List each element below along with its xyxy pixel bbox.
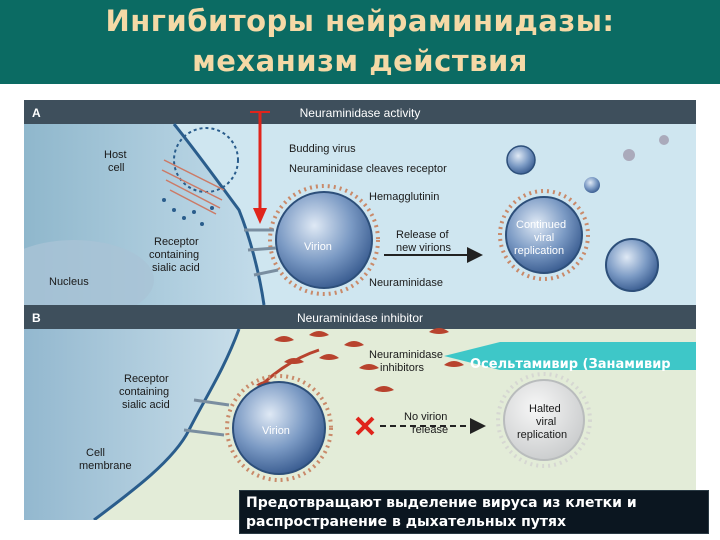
label-nucleus: Nucleus: [49, 276, 89, 288]
panel-b: B Neuraminidase inhibitor: [24, 305, 696, 520]
small-virion-2: [507, 146, 535, 174]
title-line-1: Ингибиторы нейраминидазы:: [0, 4, 720, 38]
label-budding-virus: Budding virus: [289, 143, 356, 155]
label-hemagglutinin: Hemagglutinin: [369, 191, 439, 203]
panel-a-letter: A: [32, 106, 41, 120]
title-bar: Ингибиторы нейраминидазы: механизм дейст…: [0, 0, 720, 84]
panel-a: A Neuraminidase activity: [24, 100, 696, 320]
virion-a: [276, 192, 372, 288]
mechanism-figure: A Neuraminidase activity: [24, 100, 696, 520]
small-virion-3: [584, 177, 600, 193]
label-cleaves-receptor: Neuraminidase cleaves receptor: [289, 163, 447, 175]
panel-b-letter: B: [32, 311, 41, 325]
small-virion-4: [623, 149, 635, 161]
title-line-2: механизм действия: [0, 44, 720, 78]
panel-a-header: Neuraminidase activity: [300, 106, 421, 120]
small-virion-1: [606, 239, 658, 291]
panel-b-header: Neuraminidase inhibitor: [297, 311, 423, 325]
label-virion-a: Virion: [304, 241, 332, 253]
drug-label: Осельтамивир (Занамивир: [470, 357, 671, 372]
bottom-callout: Предотвращают выделение вируса из клетки…: [239, 490, 709, 534]
label-neuraminidase: Neuraminidase: [369, 277, 443, 289]
small-virion-5: [659, 135, 669, 145]
label-virion-b: Virion: [262, 425, 290, 437]
